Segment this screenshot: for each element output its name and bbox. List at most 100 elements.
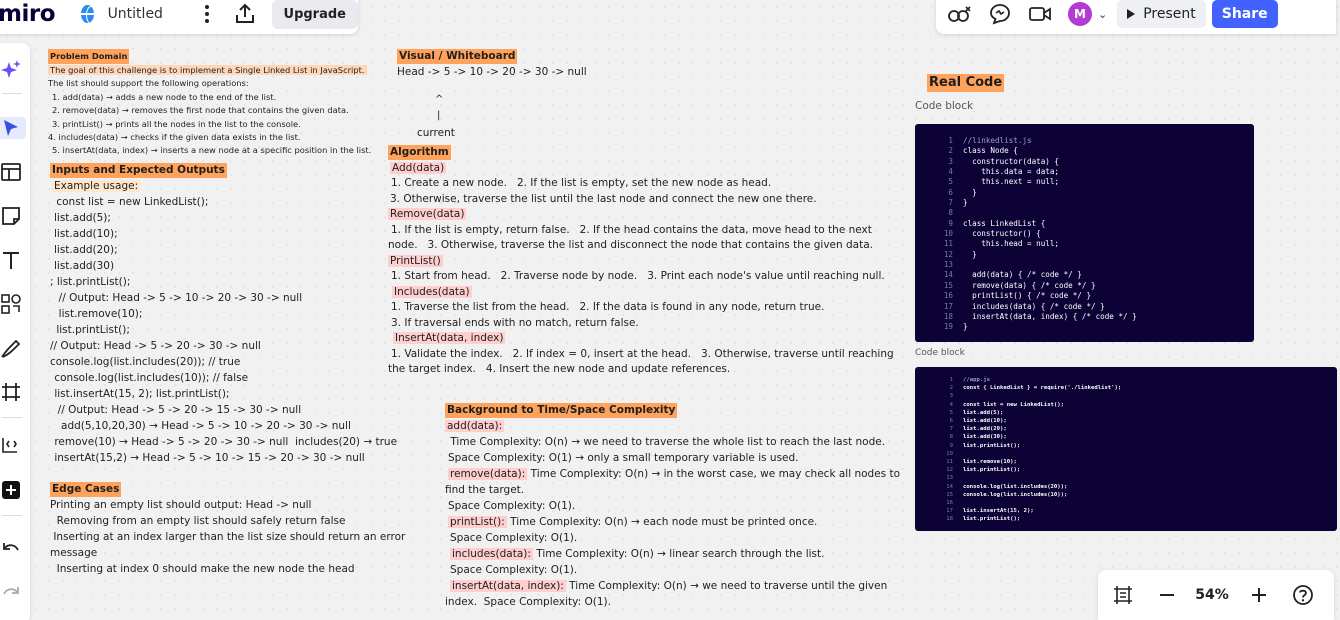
line-number: 14 — [946, 483, 953, 490]
code-text: //linkedlist.js — [963, 136, 1032, 145]
complexity-title: Background to Time/Space Complexity — [445, 403, 678, 418]
template-icon[interactable] — [0, 161, 22, 183]
zoom-level[interactable]: 54% — [1195, 587, 1229, 603]
line-number: 18 — [943, 311, 953, 321]
share-button[interactable]: Share — [1211, 0, 1278, 28]
complexity-line: Space Complexity: O(1). — [448, 500, 576, 512]
code-text: } — [963, 198, 968, 208]
present-button[interactable]: Present — [1117, 0, 1206, 28]
algo-line: 1. Validate the index. 2. If index = 0, … — [391, 347, 894, 360]
comment-icon[interactable] — [988, 2, 1012, 26]
video-icon[interactable] — [1028, 2, 1052, 26]
add-more-icon[interactable] — [0, 479, 22, 501]
shapes-icon[interactable] — [0, 293, 22, 315]
line-number: 2 — [949, 385, 953, 392]
code-line: 19} — [929, 322, 1254, 332]
code-text: this.data = data; — [963, 167, 1060, 177]
algo-line: 1. Start from head. 2. Traverse node by … — [391, 270, 885, 282]
code-block-label: Code block — [915, 100, 974, 112]
reactions-icon[interactable] — [948, 2, 972, 26]
upgrade-button[interactable]: Upgrade — [271, 0, 358, 29]
help-icon[interactable] — [1292, 584, 1314, 606]
code-text: console.log(list.includes(10)); — [963, 491, 1068, 498]
visual-whiteboard-note[interactable]: Visual / Whiteboard Head -> 5 -> 10 -> 2… — [397, 48, 587, 80]
edge-title: Edge Cases — [50, 482, 122, 497]
code-line: 10 — [929, 450, 1337, 458]
algo-line: the target index. 4. Insert the new node… — [388, 363, 731, 375]
algo-line: 3. If traversal ends with no match, retu… — [391, 316, 639, 329]
sticky-note-icon[interactable] — [0, 205, 22, 227]
board-title[interactable]: Untitled — [107, 6, 163, 22]
user-avatar[interactable]: M — [1068, 2, 1092, 26]
edge-line: message — [50, 547, 98, 559]
inputs-outputs-note[interactable]: Inputs and Expected Outputs Example usag… — [50, 162, 397, 466]
line-number: 16 — [943, 291, 953, 301]
code-text: list.insertAt(15, 2); — [963, 508, 1034, 515]
globe-icon[interactable] — [81, 5, 94, 23]
algo-line: 3. Otherwise, traverse the list until th… — [390, 192, 817, 205]
text-tool-icon[interactable] — [0, 249, 22, 271]
miro-logo[interactable]: miro — [0, 1, 56, 27]
zoom-out-button[interactable] — [1156, 584, 1178, 606]
toolbar-divider — [2, 417, 22, 418]
problem-op: 5. insertAt(data, index) → inserts a new… — [52, 145, 372, 156]
inputs-line: ; list.printList(); — [50, 276, 131, 288]
inputs-line: insertAt(15,2) → Head -> 5 -> 10 -> 15 -… — [51, 452, 365, 464]
complexity-line: Space Complexity: O(1). — [450, 532, 578, 544]
algorithm-note[interactable]: Algorithm Add(data) 1. Create a new node… — [388, 145, 894, 378]
pointer-caret: ^ — [435, 94, 444, 105]
realcode-note[interactable]: Real Code — [927, 74, 1005, 92]
line-number: 3 — [948, 156, 953, 166]
pen-icon[interactable] — [0, 337, 22, 359]
zoom-bar: 54% — [1098, 570, 1334, 620]
code-line: 2 const { LinkedList } = require('./linke… — [929, 384, 1337, 392]
line-number: 15 — [943, 280, 953, 290]
complexity-note[interactable]: Background to Time/Space Complexity add(… — [445, 402, 900, 610]
select-cursor-icon[interactable] — [0, 117, 26, 139]
frame-icon[interactable] — [0, 381, 22, 403]
code-text: class LinkedList { — [963, 218, 1046, 228]
code-line: 7} — [929, 198, 1254, 208]
algo-line: 1. If the list is empty, return false. 2… — [391, 223, 872, 236]
inputs-line: // Output: Head -> 5 -> 20 -> 30 -> null — [50, 340, 261, 352]
line-number: 13 — [946, 475, 953, 482]
redo-icon[interactable] — [0, 583, 22, 605]
fit-frame-icon[interactable] — [1112, 584, 1134, 606]
line-number: 8 — [948, 208, 953, 218]
zoom-in-button[interactable] — [1248, 584, 1270, 606]
edge-cases-note[interactable]: Edge Cases Printing an empty list should… — [50, 481, 405, 577]
complexity-line: Time Complexity: O(n) → in the worst cas… — [527, 468, 901, 480]
algo-section-name: PrintList() — [388, 254, 443, 267]
algo-section-name: InsertAt(data, index) — [393, 332, 506, 344]
pointer-current-label: current — [417, 127, 455, 139]
code-text: const { LinkedList } = require('./linked… — [963, 385, 1122, 392]
embed-code-icon[interactable] — [0, 433, 22, 455]
code-line: 1//app.js — [929, 376, 1337, 384]
line-number: 10 — [946, 450, 953, 457]
chevron-down-icon[interactable]: ⌄ — [1098, 7, 1108, 21]
code-line: 15 remove(data) { /* code */ } — [929, 281, 1254, 291]
more-menu-icon[interactable] — [201, 4, 214, 24]
play-icon — [1127, 9, 1136, 19]
complexity-line: Space Complexity: O(1) → only a small te… — [448, 452, 799, 464]
inputs-line: // Output: Head -> 5 -> 10 -> 20 -> 30 -… — [52, 292, 303, 304]
problem-op: 4. includes(data) → checks if the given … — [48, 132, 301, 143]
export-icon[interactable] — [232, 1, 258, 27]
code-text: list.printList(); — [963, 442, 1021, 449]
visual-title: Visual / Whiteboard — [397, 49, 518, 64]
code-text: this.next = null; — [963, 177, 1060, 187]
complexity-op-label: remove(data): — [448, 468, 528, 480]
line-number: 6 — [948, 187, 953, 197]
code-line: 14 add(data) { /* code */ } — [929, 270, 1254, 280]
code-text: constructor(data) { — [963, 156, 1060, 166]
problem-domain-note[interactable]: Problem Domain The goal of this challeng… — [48, 49, 371, 158]
undo-icon[interactable] — [0, 539, 22, 561]
ai-sparkle-icon[interactable] — [0, 59, 22, 81]
code-block-label: Code block — [915, 348, 965, 358]
